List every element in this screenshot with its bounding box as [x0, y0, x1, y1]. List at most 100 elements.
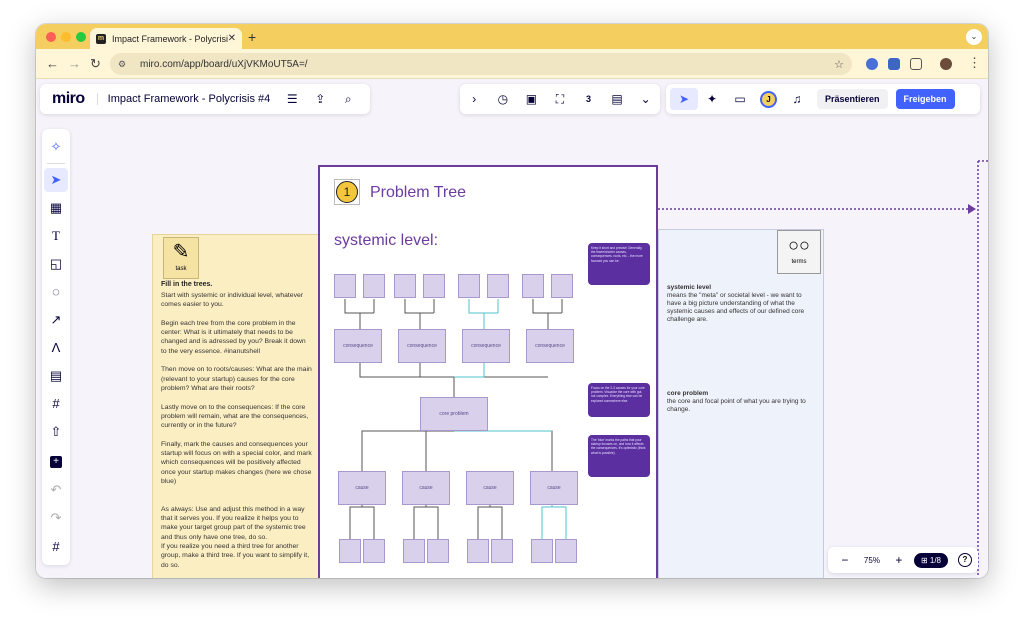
- problem-tree-frame[interactable]: 1 Problem Tree systemic level:: [318, 165, 658, 578]
- sticky-note-icon[interactable]: ◱: [49, 256, 63, 271]
- select-tool-icon[interactable]: ➤: [44, 168, 68, 192]
- comment-icon[interactable]: ▭: [734, 92, 746, 106]
- root-box[interactable]: [394, 274, 416, 298]
- systemic-level-heading: systemic level:: [334, 232, 439, 249]
- task-body: Start with systemic or individual level,…: [161, 292, 312, 569]
- url-field[interactable]: ⚙ miro.com/app/board/uXjVKMoUT5A=/ ☆: [110, 53, 852, 75]
- root-cause-box[interactable]: [531, 539, 553, 563]
- text-tool-icon[interactable]: T: [52, 228, 60, 243]
- core-problem-definition: the core and focal point of what you are…: [667, 398, 806, 413]
- pen-icon[interactable]: Λ: [51, 340, 61, 355]
- more-chevron-icon[interactable]: ⌄: [640, 92, 651, 106]
- root-box[interactable]: [423, 274, 445, 298]
- root-cause-box[interactable]: [363, 539, 385, 563]
- tip-bubble[interactable]: Focus on the 2-3 causes for your core pr…: [588, 383, 650, 417]
- cursor-icon[interactable]: ➤: [670, 88, 698, 110]
- root-cause-box[interactable]: [339, 539, 361, 563]
- root-cause-box[interactable]: [555, 539, 577, 563]
- step-number-box: 1: [334, 179, 360, 205]
- root-box[interactable]: [334, 274, 356, 298]
- maximize-window-button[interactable]: [76, 32, 86, 42]
- zoom-in-icon[interactable]: +: [895, 553, 903, 567]
- problem-tree-title: Problem Tree: [370, 184, 467, 201]
- card-icon[interactable]: ▣: [525, 92, 538, 106]
- cause-box[interactable]: cause: [402, 471, 450, 505]
- consequence-box[interactable]: consequence: [462, 329, 510, 363]
- dashed-connector: [658, 160, 988, 577]
- root-cause-box[interactable]: [467, 539, 489, 563]
- notification-bell-icon[interactable]: ♫: [792, 92, 802, 106]
- extension-icon[interactable]: [888, 58, 900, 70]
- frame-template-icon[interactable]: ▦: [49, 200, 63, 215]
- task-icon-box: ✎ task: [163, 237, 199, 279]
- board-title[interactable]: Impact Framework - Polycrisis #4: [96, 93, 270, 105]
- root-cause-box[interactable]: [491, 539, 513, 563]
- browser-menu-icon[interactable]: ⋮: [968, 55, 981, 70]
- minimize-window-button[interactable]: [61, 32, 71, 42]
- search-icon[interactable]: ⌕: [344, 91, 352, 106]
- present-button[interactable]: Präsentieren: [817, 89, 888, 109]
- root-box[interactable]: [522, 274, 544, 298]
- task-note[interactable]: ✎ task Fill in the trees. Start with sys…: [152, 234, 320, 578]
- tip-bubble[interactable]: Keep it short and precise! Generally, th…: [588, 243, 650, 285]
- export-icon[interactable]: ⇪: [315, 92, 326, 106]
- ai-sparkle-icon[interactable]: ✧: [50, 139, 62, 154]
- tab-search-icon[interactable]: ⌄: [966, 29, 982, 45]
- reload-icon[interactable]: ↻: [90, 56, 101, 71]
- profile-avatar[interactable]: [940, 58, 952, 70]
- new-tab-button[interactable]: +: [248, 29, 257, 45]
- expand-chevron-icon[interactable]: ›: [472, 92, 477, 106]
- bookmark-star-icon[interactable]: ☆: [834, 58, 844, 71]
- root-box[interactable]: [551, 274, 573, 298]
- focus-icon[interactable]: ⛶: [555, 91, 565, 106]
- connector-arrow-icon[interactable]: ↗: [50, 312, 62, 327]
- frames-list-icon[interactable]: #: [52, 539, 60, 554]
- cause-box[interactable]: cause: [530, 471, 578, 505]
- miro-board-canvas[interactable]: miro Impact Framework - Polycrisis #4 ☰ …: [36, 79, 988, 578]
- celebrate-icon[interactable]: ✦: [706, 92, 718, 106]
- consequence-box[interactable]: consequence: [334, 329, 382, 363]
- root-cause-box[interactable]: [403, 539, 425, 563]
- consequence-box[interactable]: consequence: [398, 329, 446, 363]
- consequence-box[interactable]: consequence: [526, 329, 574, 363]
- upload-icon[interactable]: ⇧: [50, 424, 62, 439]
- terms-note[interactable]: ○○ terms systemic level means the "meta"…: [658, 229, 824, 578]
- zoom-level[interactable]: 75%: [863, 555, 880, 565]
- cause-box[interactable]: cause: [338, 471, 386, 505]
- close-window-button[interactable]: [46, 32, 56, 42]
- miro-logo[interactable]: miro: [52, 90, 85, 107]
- tab-close-icon[interactable]: ✕: [227, 33, 236, 44]
- user-avatar[interactable]: J: [760, 90, 777, 108]
- terms-icon-label: terms: [791, 259, 807, 265]
- voting-count-icon[interactable]: 3: [586, 94, 592, 104]
- root-box[interactable]: [487, 274, 509, 298]
- extensions-puzzle-icon[interactable]: [910, 58, 922, 70]
- core-problem-box[interactable]: core problem: [420, 397, 488, 431]
- help-icon[interactable]: ?: [958, 553, 972, 567]
- root-box[interactable]: [458, 274, 480, 298]
- timer-icon[interactable]: ◷: [497, 92, 509, 106]
- shapes-icon[interactable]: ◌: [52, 284, 60, 299]
- frame-tool-icon[interactable]: #: [52, 396, 60, 411]
- share-button[interactable]: Freigeben: [895, 89, 955, 109]
- menu-icon[interactable]: ☰: [286, 92, 298, 106]
- root-box[interactable]: [363, 274, 385, 298]
- cause-box[interactable]: cause: [466, 471, 514, 505]
- add-more-icon[interactable]: +: [44, 448, 68, 472]
- site-settings-icon[interactable]: ⚙: [118, 58, 127, 69]
- undo-icon[interactable]: ↶: [50, 482, 62, 498]
- back-icon[interactable]: ←: [46, 56, 59, 71]
- forward-icon[interactable]: →: [68, 56, 81, 71]
- comment-tool-icon[interactable]: ▤: [49, 368, 63, 383]
- tip-bubble[interactable]: The 'blue' marks the paths that your sta…: [588, 435, 650, 477]
- root-cause-box[interactable]: [427, 539, 449, 563]
- redo-icon[interactable]: ↷: [50, 510, 62, 526]
- page-indicator[interactable]: ⊞ 1/8: [913, 552, 948, 568]
- zoom-out-icon[interactable]: −: [841, 553, 849, 567]
- step-number-badge: 1: [336, 181, 358, 203]
- browser-tab[interactable]: m Impact Framework - Polycrisis ✕: [90, 28, 242, 49]
- notes-icon[interactable]: ▤: [611, 92, 623, 106]
- url-text: miro.com/app/board/uXjVKMoUT5A=/: [140, 58, 308, 70]
- tree-connectors: [344, 299, 567, 539]
- extension-icon[interactable]: [866, 58, 878, 70]
